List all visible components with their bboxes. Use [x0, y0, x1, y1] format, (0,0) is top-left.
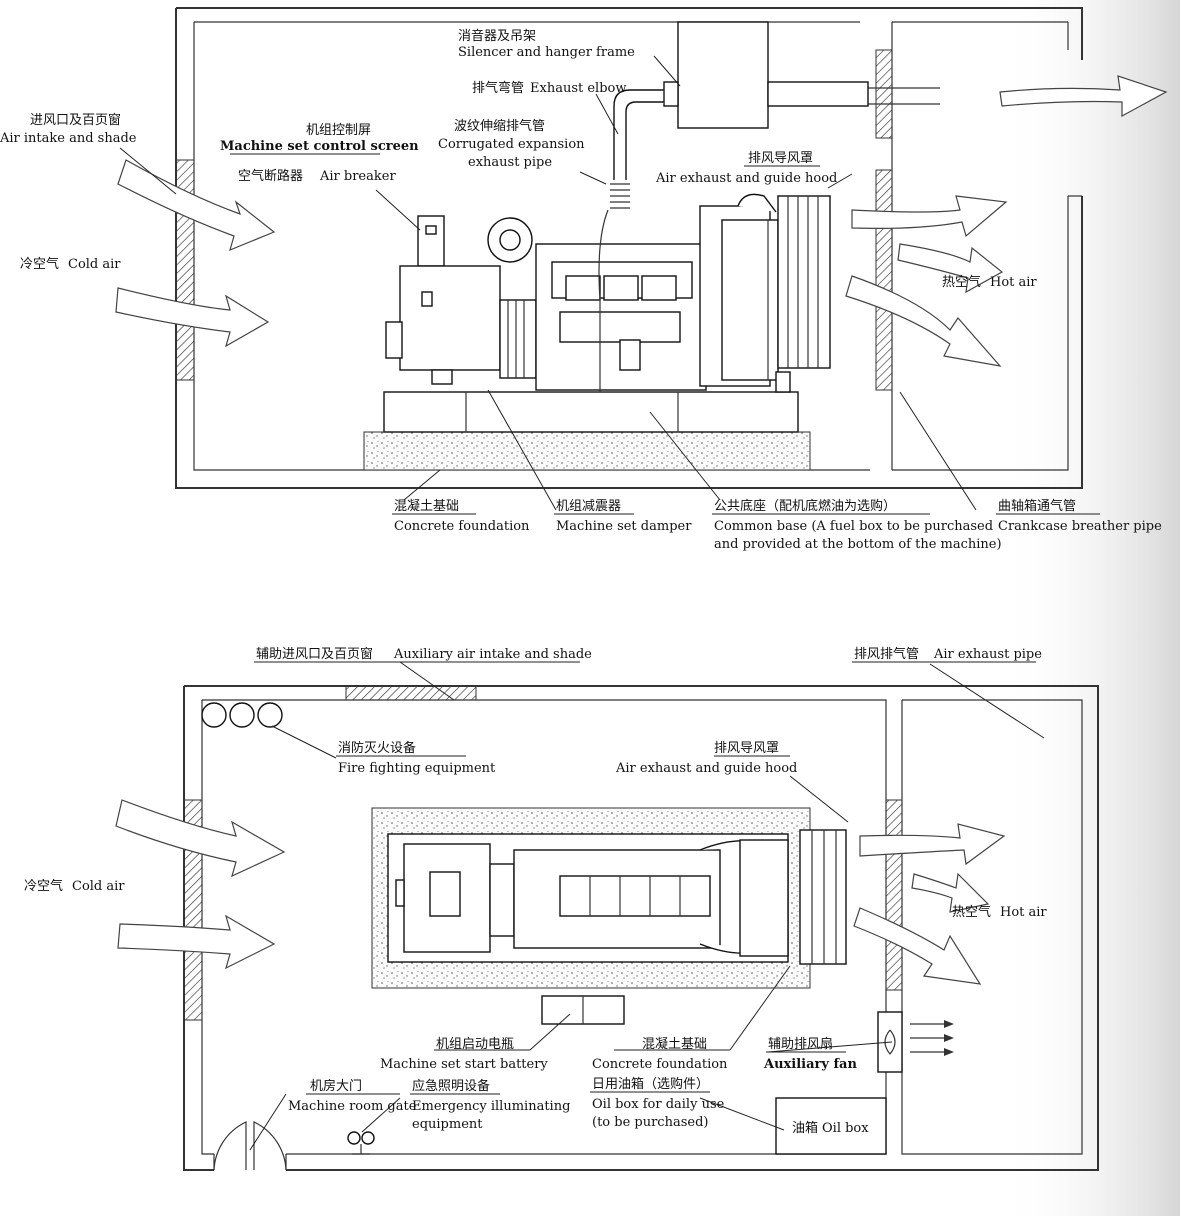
- machine-room-gate: [213, 1121, 287, 1171]
- common-base: [383, 391, 799, 433]
- bottom-exhaust-louver: [885, 799, 903, 991]
- common-base-label-en1: Common base (A fuel box to be purchased: [714, 519, 993, 534]
- oil-box: [775, 1097, 887, 1155]
- top-cold-air-arrow-2: [115, 287, 270, 348]
- alternator: [399, 265, 501, 371]
- bottom-exhaust-guide-hood: [799, 829, 847, 965]
- bottom-concrete-label-en: Concrete foundation: [592, 1057, 728, 1072]
- emergency-light-icon: [347, 1131, 375, 1155]
- fire-label-en: Fire fighting equipment: [338, 761, 496, 776]
- top-concrete-foundation: [363, 431, 811, 471]
- corrugated-pipe: [610, 183, 630, 209]
- fire-extinguisher-1: [201, 702, 227, 728]
- bottom-outer-wall: [184, 685, 1099, 1171]
- corrugated-label-zh: 波纹伸缩排气管: [454, 118, 545, 134]
- top-concrete-label-zh: 混凝土基础: [394, 498, 459, 514]
- exhaust-elbow-label-en: Exhaust elbow: [530, 81, 626, 96]
- damper-label-zh: 机组减震器: [556, 499, 621, 514]
- daily-oil-label-en1: Oil box for daily use: [592, 1097, 725, 1112]
- battery-label-en: Machine set start battery: [380, 1057, 548, 1072]
- control-screen-label-zh: 机组控制屏: [306, 123, 371, 138]
- common-base-label-zh: 公共底座（配机底燃油为选购）: [714, 498, 896, 514]
- bottom-hot-air-arrow-2: [911, 872, 990, 913]
- top-cold-air-label-en: Cold air: [68, 257, 121, 272]
- silencer: [677, 21, 769, 129]
- top-pipe-sleeve: [875, 49, 893, 139]
- corrugated-label-en2: exhaust pipe: [468, 155, 552, 170]
- gate-label-zh: 机房大门: [310, 1078, 362, 1094]
- emergency-label-en1: Emergency illuminating: [412, 1099, 570, 1114]
- battery-label-zh: 机组启动电瓶: [436, 1037, 514, 1052]
- fire-label-zh: 消防灭火设备: [338, 740, 416, 756]
- bottom-diagram: 辅助进风口及百页窗 Auxiliary air intake and shade…: [24, 646, 1099, 1171]
- bottom-hot-air-arrow-3: [853, 907, 982, 985]
- bottom-cold-air-arrow-1: [115, 799, 286, 878]
- daily-oil-label-zh: 日用油箱（选购件）: [592, 1076, 709, 1092]
- emergency-label-en2: equipment: [412, 1117, 483, 1132]
- bottom-cold-air-label-en: Cold air: [72, 879, 125, 894]
- top-diagram: 消音器及吊架 Silencer and hanger frame 排气弯管 Ex…: [0, 7, 1168, 552]
- bottom-cold-air-label-zh: 冷空气: [24, 878, 63, 894]
- fire-extinguisher-2: [229, 702, 255, 728]
- control-screen: [417, 215, 445, 267]
- oil-box-label-zh: 油箱: [792, 1120, 818, 1136]
- emergency-label-zh: 应急照明设备: [412, 1078, 490, 1094]
- top-concrete-label-en: Concrete foundation: [394, 519, 530, 534]
- exhaust-guide-hood: [777, 195, 831, 369]
- exhaust-elbow-label-zh: 排气弯管: [472, 80, 524, 96]
- top-exhaust-hood-label-zh: 排风导风罩: [748, 151, 813, 166]
- top-hot-air-arrow-1: [851, 195, 1008, 238]
- silencer-label-en: Silencer and hanger frame: [458, 45, 635, 60]
- bottom-hot-air-label-zh: 热空气: [952, 904, 991, 920]
- crankcase-label-en: Crankcase breather pipe: [998, 519, 1162, 534]
- bottom-concrete-label-zh: 混凝土基础: [642, 1036, 707, 1052]
- crankcase-breather-pipe: [598, 209, 609, 392]
- air-breaker-label-zh: 空气断路器: [238, 168, 303, 184]
- fire-extinguisher-3: [257, 702, 283, 728]
- exhaust-pipe-label-en: Air exhaust pipe: [933, 647, 1042, 662]
- control-screen-label-en: Machine set control screen: [220, 139, 419, 154]
- bottom-cold-air-arrow-2: [117, 914, 276, 970]
- bottom-intake-louver: [183, 799, 203, 1021]
- damper-label-en: Machine set damper: [556, 519, 692, 534]
- aux-fan-label-zh: 辅助排风扇: [768, 1036, 833, 1052]
- top-exhaust-louver: [875, 169, 893, 391]
- aux-intake-louver: [345, 685, 477, 701]
- top-cold-air-label-zh: 冷空气: [20, 256, 59, 272]
- common-base-label-en2: and provided at the bottom of the machin…: [714, 537, 1002, 552]
- aux-fan-label-en: Auxiliary fan: [763, 1057, 857, 1072]
- bottom-exhaust-hood-label-en: Air exhaust and guide hood: [615, 761, 797, 776]
- air-intake-label-en: Air intake and shade: [0, 131, 137, 146]
- top-hot-air-label-en: Hot air: [990, 275, 1037, 290]
- radiator: [721, 219, 779, 381]
- oil-box-label-en: Oil box: [822, 1121, 869, 1136]
- edge-shading: [1000, 0, 1180, 1216]
- top-exhaust-hood-label-en: Air exhaust and guide hood: [655, 171, 837, 186]
- top-hot-air-arrow-3: [845, 275, 1002, 367]
- air-breaker-label-en: Air breaker: [319, 169, 396, 184]
- top-hot-air-arrow-2: [897, 243, 1004, 294]
- aux-intake-label-en: Auxiliary air intake and shade: [393, 647, 592, 662]
- top-generator-set: [385, 193, 831, 393]
- aux-intake-label-zh: 辅助进风口及百页窗: [256, 646, 373, 662]
- bottom-exhaust-room: [901, 699, 1083, 1155]
- bottom-hot-air-label-en: Hot air: [1000, 905, 1047, 920]
- bottom-generator-set: [395, 829, 847, 965]
- top-cold-air-arrow-1: [117, 159, 276, 252]
- corrugated-label-en1: Corrugated expansion: [438, 137, 585, 152]
- top-hot-air-label-zh: 热空气: [942, 274, 981, 290]
- silencer-label-zh: 消音器及吊架: [458, 28, 536, 44]
- crankcase-label-zh: 曲轴箱通气管: [998, 498, 1076, 514]
- air-intake-label-zh: 进风口及百页窗: [30, 112, 121, 128]
- daily-oil-label-en2: (to be purchased): [592, 1115, 708, 1130]
- bottom-hot-air-arrow-1: [859, 823, 1006, 866]
- bottom-exhaust-hood-label-zh: 排风导风罩: [714, 741, 779, 756]
- top-hot-air-arrow-4: [999, 75, 1168, 118]
- exhaust-pipe-label-zh: 排风排气管: [854, 646, 919, 662]
- gate-label-en: Machine room gate: [288, 1099, 417, 1114]
